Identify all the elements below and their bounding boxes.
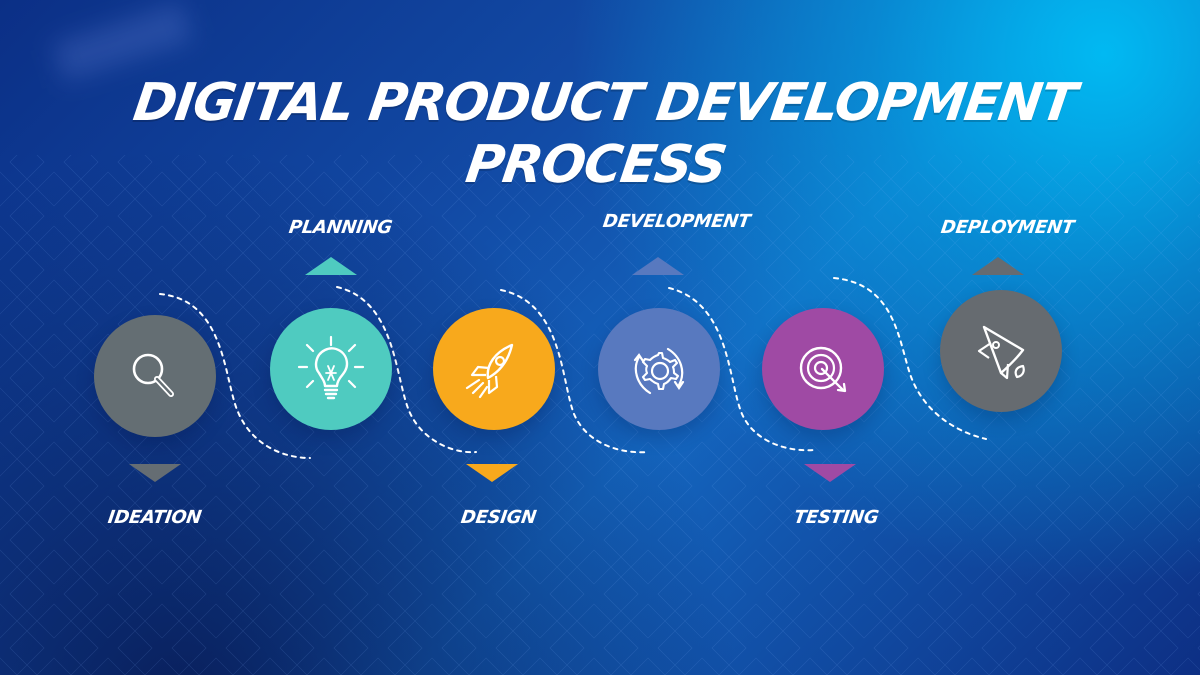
ideation-triangle-marker [129, 464, 181, 482]
testing-triangle-marker [804, 464, 856, 482]
planning-step-circle [270, 308, 392, 430]
design-step-circle [433, 308, 555, 430]
deployment-triangle-marker [972, 257, 1024, 275]
step-label-development: DEVELOPMENT [601, 211, 752, 232]
planning-triangle-marker [305, 257, 357, 275]
target-icon [799, 346, 847, 393]
step-label-testing: TESTING [792, 507, 880, 528]
step-label-deployment: DEPLOYMENT [939, 217, 1076, 238]
design-triangle-marker [466, 464, 518, 482]
gear-cycle-icon [633, 347, 685, 395]
development-triangle-marker [632, 257, 684, 275]
deployment-step-circle [940, 290, 1062, 412]
step-label-ideation: IDEATION [106, 507, 203, 528]
page-title: DIGITAL PRODUCT DEVELOPMENT PROCESS [129, 73, 1079, 195]
ideation-step-circle [94, 315, 216, 437]
lightbulb-icon [297, 335, 365, 400]
rocket-icon [465, 343, 514, 399]
development-step-circle [598, 308, 720, 430]
magnifier-icon [132, 353, 174, 397]
step-label-planning: PLANNING [287, 217, 394, 238]
launch-rocket-icon [977, 325, 1025, 380]
step-label-design: DESIGN [459, 507, 538, 528]
testing-step-circle [762, 308, 884, 430]
